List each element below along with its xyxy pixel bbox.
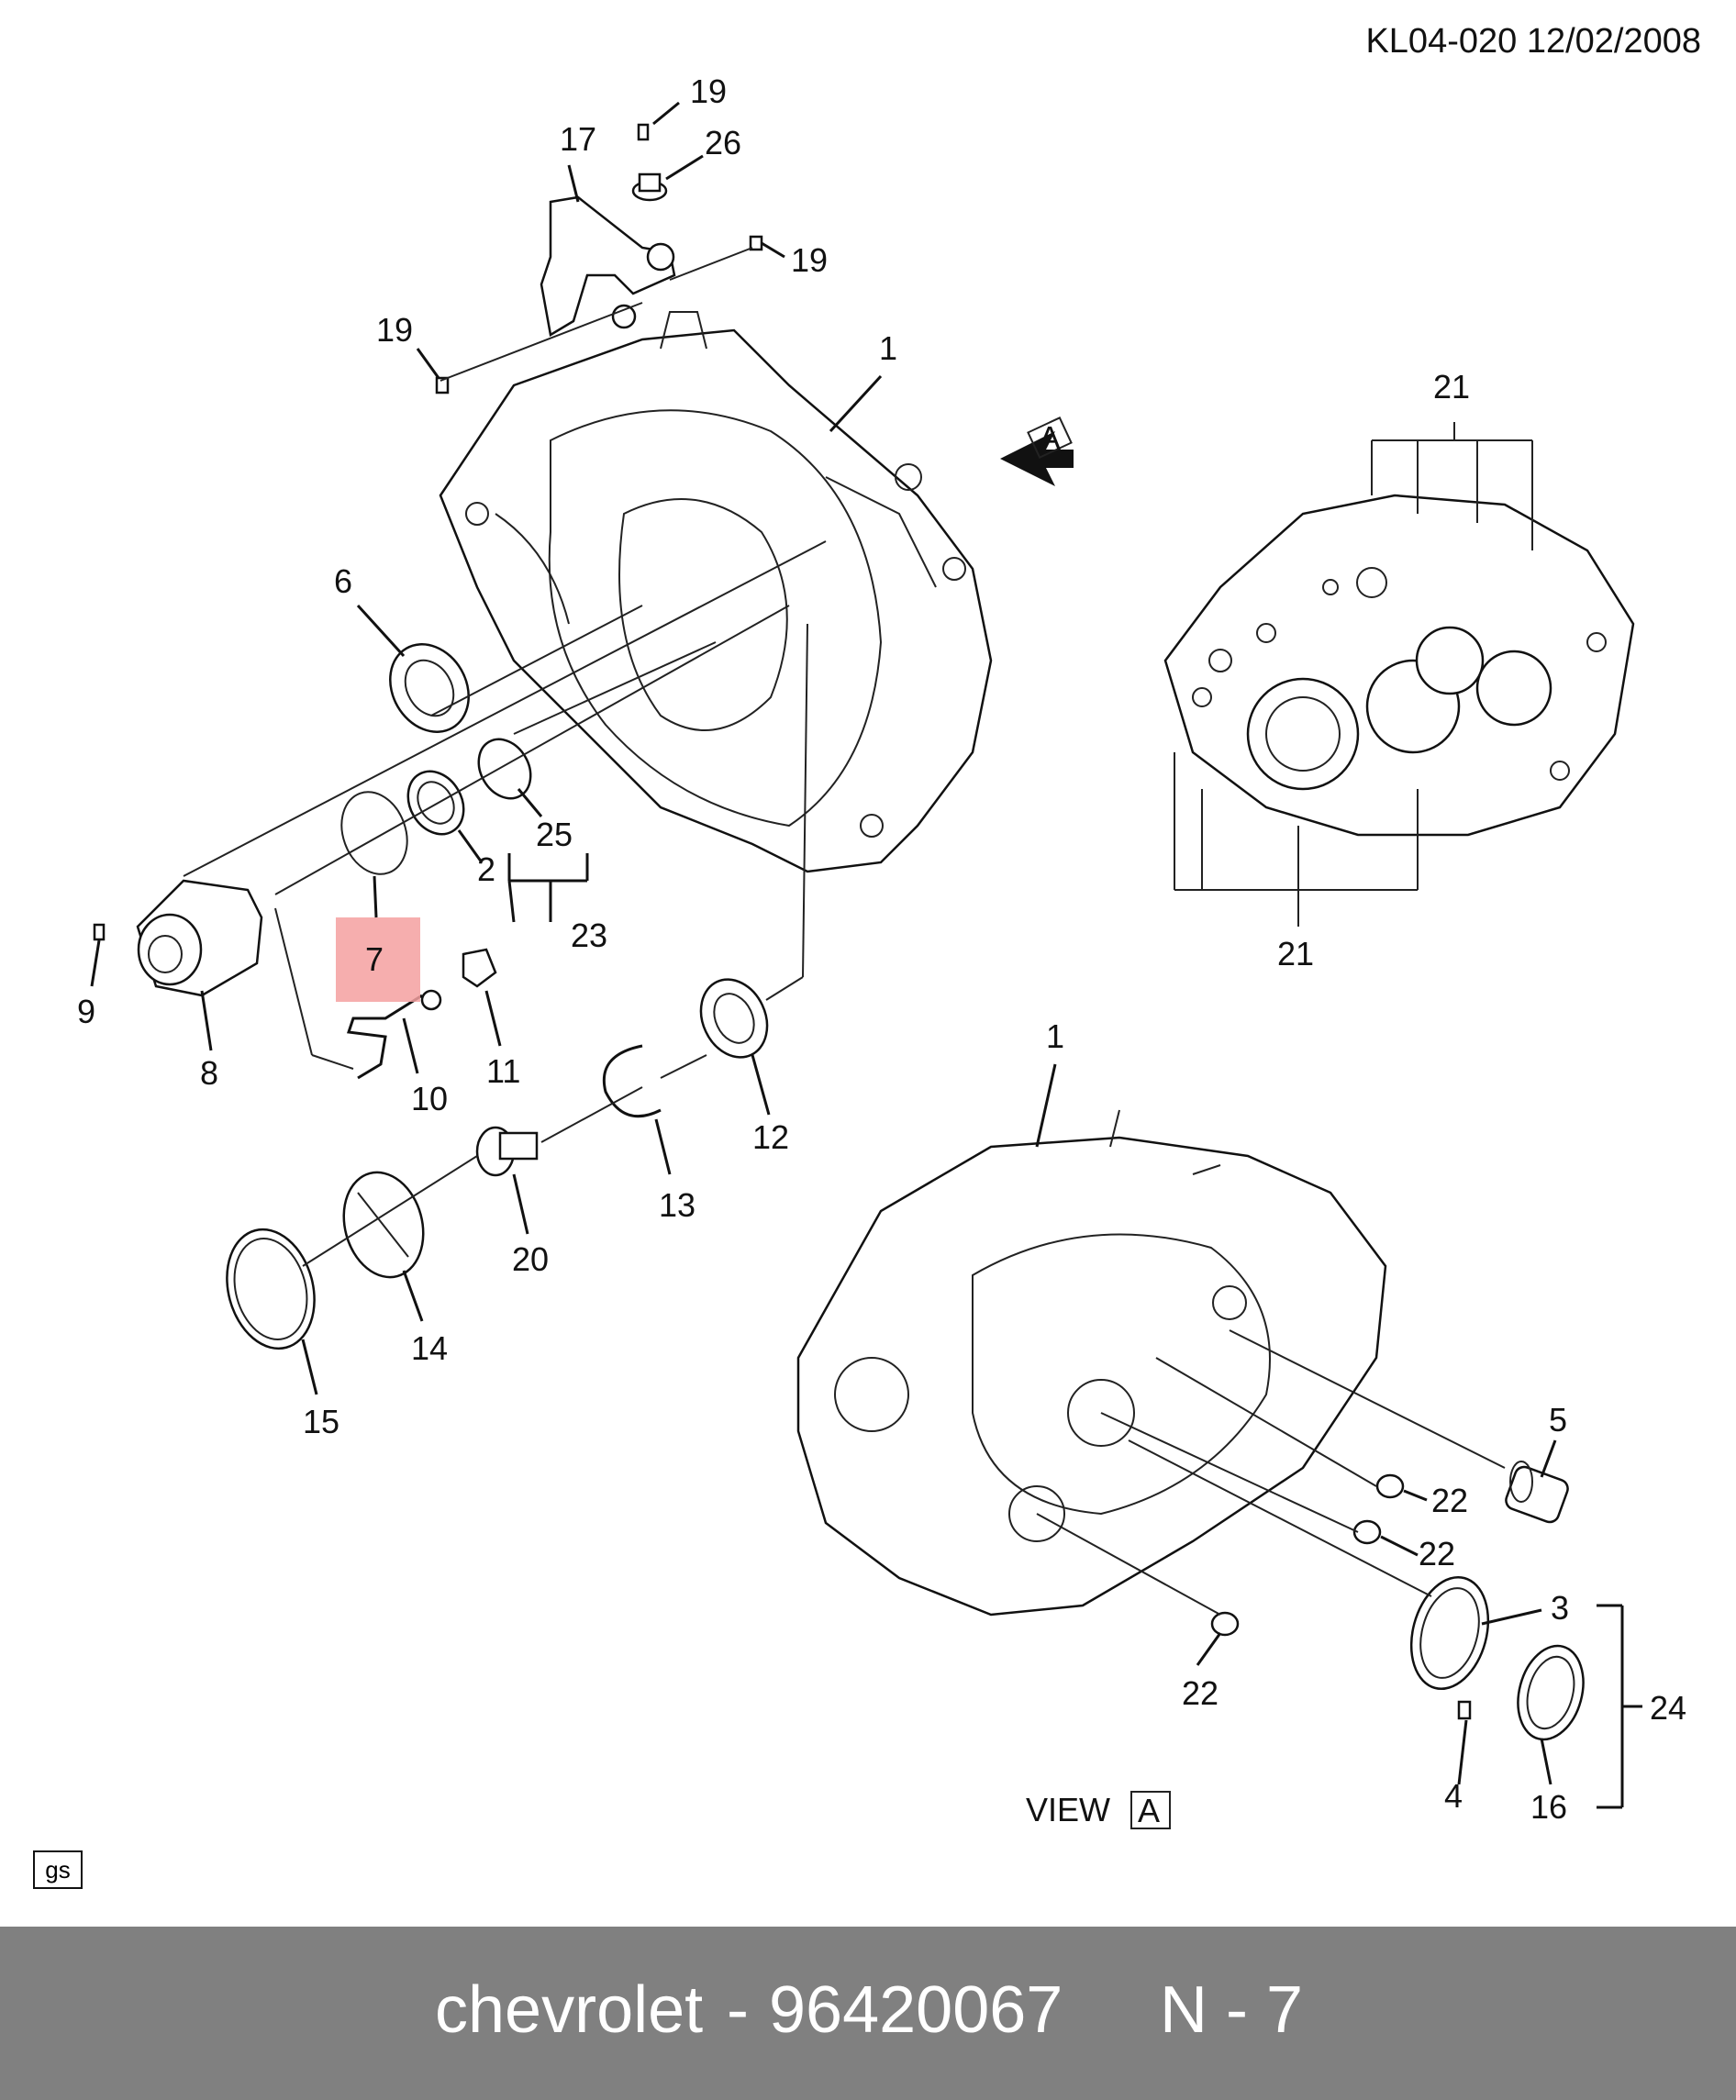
callout-8: 8 [200,1054,218,1092]
callout-10: 10 [411,1080,448,1117]
callout-19-left: 19 [376,311,413,349]
callout-11: 11 [486,1052,520,1090]
callout-13: 13 [659,1186,696,1224]
exploded-axis-lines [183,540,827,1267]
mount-bracket [435,123,763,394]
callout-22a: 22 [1431,1482,1468,1519]
exploded-parts-diagram: A [77,72,1686,1829]
plug-20 [475,1126,539,1177]
callout-23: 23 [571,917,607,954]
seal-6 [389,643,470,733]
o-ring-7 [340,791,408,875]
callout-1-lower: 1 [1046,1017,1064,1055]
gear-16 [1517,1644,1585,1741]
callout-21-bottom: 21 [1277,935,1314,972]
seal-12 [699,978,769,1059]
release-bearing-8 [136,879,263,997]
callout-20: 20 [512,1240,549,1278]
callout-14: 14 [411,1329,448,1367]
callout-3: 3 [1551,1589,1569,1627]
bearing-2 [406,770,465,836]
hose-10 [346,989,442,1080]
deflector-14 [342,1171,425,1279]
bearing-25 [477,738,532,800]
callout-21-top: 21 [1433,368,1470,406]
leader-lines [90,101,1642,1809]
callout-26: 26 [705,124,741,161]
callout-22b: 22 [1419,1535,1455,1572]
ring-22b [1352,1519,1382,1545]
view-a-label: VIEW A [1026,1791,1171,1829]
document-reference: KL04-020 12/02/2008 [1365,22,1701,61]
snap-ring-13 [602,1044,662,1118]
ring-22c [1210,1611,1240,1637]
footer-position-code: N - 7 [1160,1973,1304,2047]
callout-15: 15 [303,1403,339,1440]
view-tag: A [1138,1792,1160,1829]
callout-22c: 22 [1182,1674,1219,1712]
callouts: 1 1 2 3 4 5 6 7 8 9 10 11 12 13 14 15 16… [77,72,1686,1826]
callout-25: 25 [536,816,573,853]
callout-6: 6 [334,562,352,600]
transmission-housing-view-a [796,1109,1387,1617]
callout-16: 16 [1530,1788,1567,1826]
view-label: VIEW [1026,1791,1110,1828]
bushing-5 [1505,1461,1569,1524]
callout-1-upper: 1 [879,329,897,367]
ring-22a [1375,1473,1405,1499]
callout-19-top: 19 [690,72,727,110]
callout-12: 12 [752,1118,789,1156]
transmission-housing-upper [439,311,993,873]
cover-3 [1409,1575,1490,1691]
callout-24: 24 [1650,1689,1686,1727]
fitting-11 [462,948,497,988]
callout-2: 2 [477,850,495,888]
footer-brand: chevrolet [435,1973,704,2047]
callout-19-right: 19 [791,241,828,279]
ring-15 [226,1228,316,1350]
callout-9: 9 [77,993,95,1030]
corner-badge: gs [33,1850,83,1889]
highlight-callout-7 [336,917,420,1002]
bolt-4 [1457,1700,1472,1720]
footer-bar [0,1927,1736,2100]
bolt-9 [93,923,106,941]
callout-17: 17 [560,120,596,158]
callout-7: 7 [365,940,384,978]
callout-5: 5 [1549,1401,1567,1439]
exploded-axis-lines-lower [1036,1329,1506,1616]
transmission-housing-rear-view [1163,422,1635,927]
view-direction-arrow: A [1000,417,1074,486]
callout-4: 4 [1444,1777,1463,1815]
arrow-tag: A [1039,419,1061,457]
footer-separator: - [727,1973,749,2047]
footer-part-number: 96420067 [769,1973,1063,2047]
